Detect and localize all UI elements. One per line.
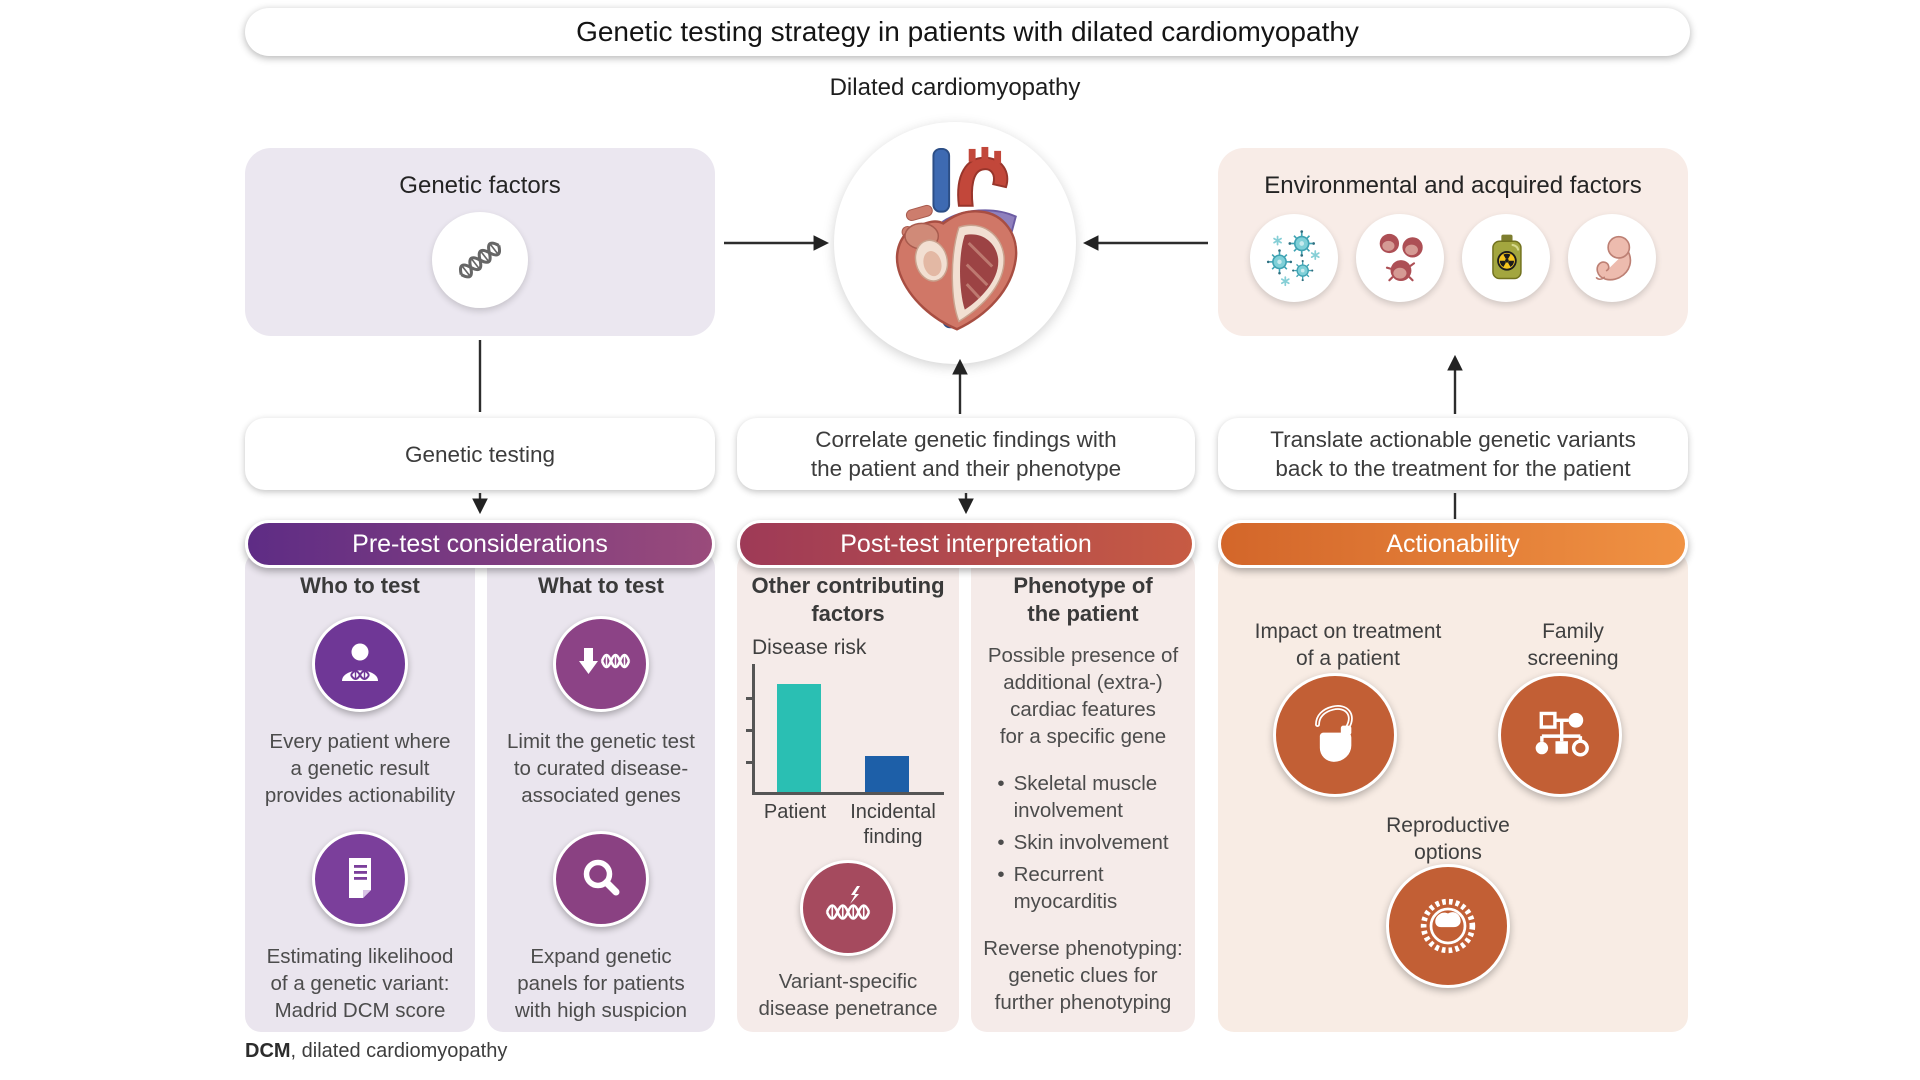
bar-label: Incidental finding xyxy=(850,801,936,848)
pretest-header-label: Pre-test considerations xyxy=(352,529,608,558)
other-factors-panel: Other contributing factors Disease risk … xyxy=(737,552,959,1032)
who-to-test-text-1: Every patient where a genetic result pro… xyxy=(264,730,456,807)
phenotype-bullet-text: Skeletal muscle involvement xyxy=(1013,772,1158,822)
document-icon xyxy=(349,858,371,898)
disease-risk-chart: Disease risk Patient Incidental finding xyxy=(746,636,944,850)
footnote-abbr: DCM xyxy=(245,1040,291,1062)
viruses-icon-circle xyxy=(1250,214,1338,302)
disease-risk-labels: Patient Incidental finding xyxy=(752,800,944,850)
toxic-substance-icon xyxy=(1492,234,1522,280)
environmental-icons-row xyxy=(1218,214,1688,302)
pregnancy-icon-circle xyxy=(1568,214,1656,302)
reproductive-options-label: Reproductive options xyxy=(1386,814,1510,864)
actionability-panel: Impact on treatment of a patient Family … xyxy=(1218,552,1688,1032)
bar-patient xyxy=(777,684,821,792)
what-to-test-title: What to test xyxy=(538,573,664,598)
virus-icon xyxy=(1266,229,1320,287)
title-banner: Genetic testing strategy in patients wit… xyxy=(245,8,1690,56)
impact-treatment-label: Impact on treatment of a patient xyxy=(1254,620,1442,670)
dna-mutation-icon xyxy=(825,886,871,920)
who-to-test-panel: Who to test Every patient where a geneti… xyxy=(245,552,475,1032)
disease-risk-chart-title: Disease risk xyxy=(752,636,867,659)
family-pedigree-icon xyxy=(1535,711,1589,757)
magnifier-icon xyxy=(583,859,620,896)
who-to-test-text-2: Estimating likelihood of a genetic varia… xyxy=(266,945,454,1022)
phenotype-panel: Phenotype of the patient Possible presen… xyxy=(971,552,1195,1032)
dna-icon xyxy=(458,241,502,279)
phenotype-outro: Reverse phenotyping: genetic clues for f… xyxy=(983,937,1183,1014)
what-to-test-text-2: Expand genetic panels for patients with … xyxy=(514,945,688,1022)
genetic-factors-box: Genetic factors xyxy=(245,148,715,336)
patient-dna-icon xyxy=(342,643,378,681)
phenotype-title: Phenotype of the patient xyxy=(1013,573,1153,626)
phenotype-bullet: • Skeletal muscle involvement xyxy=(997,770,1157,824)
genetic-testing-box: Genetic testing xyxy=(245,418,715,490)
toxic-substance-icon-circle xyxy=(1462,214,1550,302)
posttest-header-label: Post-test interpretation xyxy=(840,529,1092,558)
abbreviation-footnote: DCM, dilated cardiomyopathy xyxy=(245,1040,507,1063)
footnote-text: , dilated cardiomyopathy xyxy=(290,1040,508,1062)
correlate-findings-label: Correlate genetic findings with the pati… xyxy=(810,427,1122,481)
pretest-header: Pre-test considerations xyxy=(245,520,715,568)
other-factors-title: Other contributing factors xyxy=(751,573,945,626)
phenotype-bullet-list: • Skeletal muscle involvement • Skin inv… xyxy=(997,770,1168,915)
family-screening-label: Family screening xyxy=(1527,620,1619,670)
dna-icon-circle xyxy=(432,212,528,308)
center-heart-label: Dilated cardiomyopathy xyxy=(829,74,1081,101)
variant-penetrance-caption: Variant-specific disease penetrance xyxy=(758,970,938,1020)
what-to-test-text-1: Limit the genetic test to curated diseas… xyxy=(506,730,695,807)
bullet-dot-icon: • xyxy=(997,863,1005,886)
genetic-testing-label: Genetic testing xyxy=(404,441,556,467)
patient-dna-icon-circle xyxy=(312,616,408,712)
environmental-factors-title: Environmental and acquired factors xyxy=(1264,172,1642,199)
score-document-icon-circle xyxy=(312,831,408,927)
embryo-icon-circle xyxy=(1386,864,1510,988)
phenotype-bullet: • Skin involvement xyxy=(997,829,1168,856)
heart-illustration xyxy=(895,146,1018,331)
embryo-icon xyxy=(1420,898,1476,954)
pedigree-icon-circle xyxy=(1498,673,1622,797)
y-axis-tick xyxy=(746,697,755,700)
variant-penetrance-icon-circle xyxy=(800,860,896,956)
blood-cells-icon xyxy=(1379,233,1423,282)
actionability-header-label: Actionability xyxy=(1386,529,1520,558)
actionability-header: Actionability xyxy=(1218,520,1688,568)
expand-panel-icon-circle xyxy=(553,831,649,927)
y-axis-tick xyxy=(746,761,755,764)
phenotype-bullet-text: Recurrent myocarditis xyxy=(1013,863,1118,913)
pacemaker-icon-circle xyxy=(1273,673,1397,797)
y-axis-tick xyxy=(746,729,755,732)
phenotype-bullet-text: Skin involvement xyxy=(1013,831,1169,854)
bar-incidental-finding xyxy=(865,756,909,792)
pregnancy-icon xyxy=(1595,235,1632,281)
heart-circle xyxy=(834,122,1076,364)
correlate-findings-box: Correlate genetic findings with the pati… xyxy=(737,418,1195,490)
genetic-factors-title: Genetic factors xyxy=(399,172,561,199)
posttest-header: Post-test interpretation xyxy=(737,520,1195,568)
who-to-test-title: Who to test xyxy=(300,573,420,598)
bar-label: Patient xyxy=(763,801,827,823)
translate-variants-label: Translate actionable genetic variants ba… xyxy=(1270,427,1636,481)
dna-download-icon xyxy=(579,648,631,674)
blood-cells-icon-circle xyxy=(1356,214,1444,302)
limit-panel-icon-circle xyxy=(553,616,649,712)
environmental-factors-box: Environmental and acquired factors xyxy=(1218,148,1688,336)
phenotype-intro: Possible presence of additional (extra-)… xyxy=(987,644,1179,748)
bullet-dot-icon: • xyxy=(997,772,1005,795)
translate-variants-box: Translate actionable genetic variants ba… xyxy=(1218,418,1688,490)
pacemaker-icon xyxy=(1315,705,1353,762)
what-to-test-panel: What to test Limit the genetic xyxy=(487,552,715,1032)
diagram-title: Genetic testing strategy in patients wit… xyxy=(576,16,1359,47)
bullet-dot-icon: • xyxy=(997,831,1005,854)
phenotype-bullet: • Recurrent myocarditis xyxy=(997,861,1117,915)
disease-risk-plot xyxy=(746,664,944,795)
